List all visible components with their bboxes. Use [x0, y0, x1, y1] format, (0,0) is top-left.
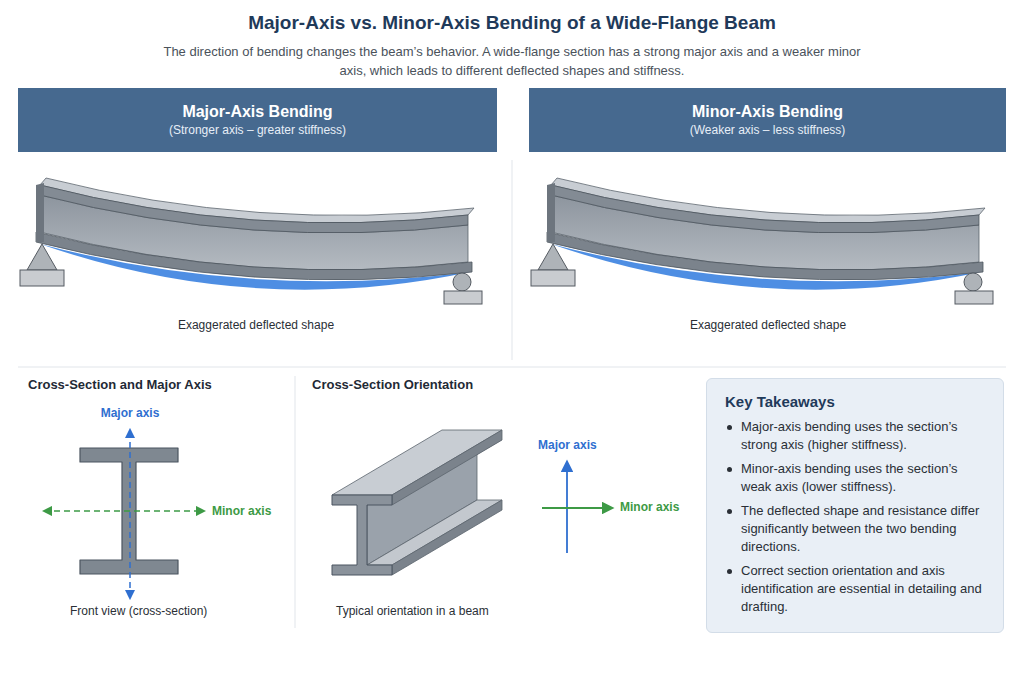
subheading: (Stronger axis – greater stiffness)	[28, 122, 487, 139]
heading: Major-Axis Bending	[28, 101, 487, 122]
bullet-dot	[727, 467, 732, 472]
bullet-text: Minor-axis bending uses the section’s we…	[741, 460, 987, 496]
axis-label: Major axis	[538, 438, 597, 452]
takeaways-box: Key TakeawaysMajor-axis bending uses the…	[706, 378, 1004, 633]
header-band: Major-Axis Bending(Stronger axis – great…	[18, 88, 497, 152]
bullet-row: Correct section orientation and axis ide…	[725, 562, 987, 616]
header-band: Minor-Axis Bending(Weaker axis – less st…	[529, 88, 1006, 152]
axis-label: Major axis	[70, 406, 190, 420]
axis-label: Minor axis	[212, 504, 271, 518]
bullet-dot	[727, 509, 732, 514]
figure-note: Exaggerated deflected shape	[0, 318, 512, 332]
bullet-row: The deflected shape and resistance diffe…	[725, 502, 987, 556]
bullet-text: The deflected shape and resistance diffe…	[741, 502, 987, 556]
bullet-row: Minor-axis bending uses the section’s we…	[725, 460, 987, 496]
bullet-text: Major-axis bending uses the section’s st…	[741, 418, 987, 454]
figure-note: Front view (cross-section)	[70, 604, 207, 618]
bullet-row: Major-axis bending uses the section’s st…	[725, 418, 987, 454]
figure-note: Typical orientation in a beam	[336, 604, 489, 618]
bullet-dot	[727, 425, 732, 430]
bullet-text: Correct section orientation and axis ide…	[741, 562, 987, 616]
section-heading: Cross-Section and Major Axis	[28, 377, 212, 392]
heading: Minor-Axis Bending	[539, 101, 996, 122]
subheading: (Weaker axis – less stiffness)	[539, 122, 996, 139]
bullet-dot	[727, 569, 732, 574]
section-heading: Cross-Section Orientation	[312, 377, 473, 392]
axis-label: Minor axis	[620, 500, 679, 514]
subtitle: The direction of bending changes the bea…	[157, 42, 867, 80]
title: Major-Axis vs. Minor-Axis Bending of a W…	[0, 12, 1024, 34]
figure-note: Exaggerated deflected shape	[512, 318, 1024, 332]
heading: Key Takeaways	[725, 393, 987, 410]
